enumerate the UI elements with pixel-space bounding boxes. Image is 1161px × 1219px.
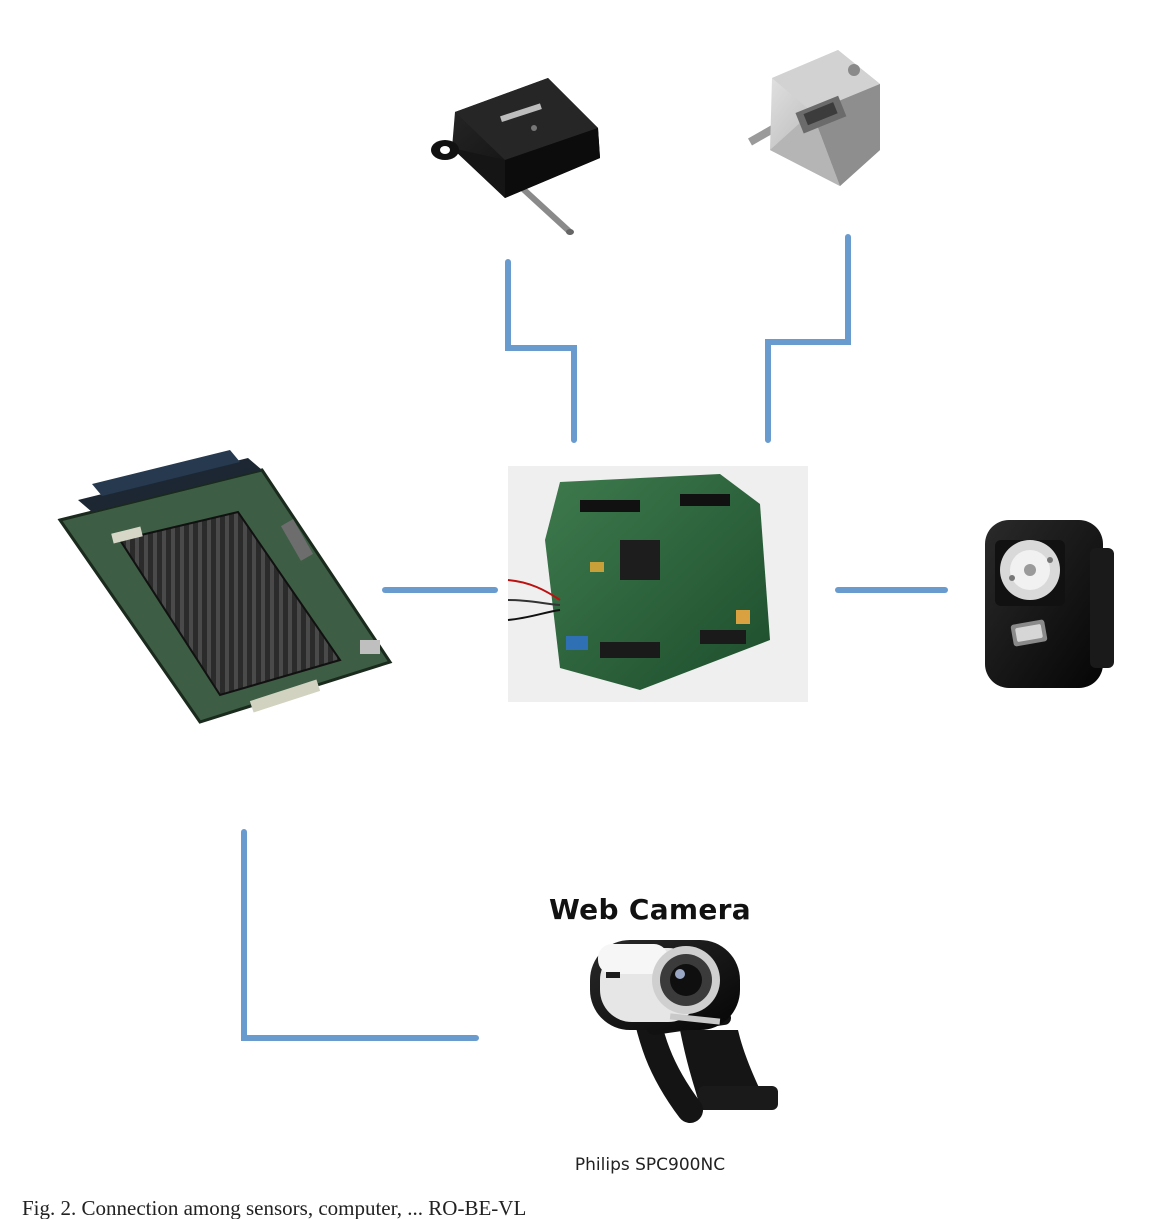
connector-lines <box>241 234 948 1041</box>
connector-servo-motor <box>765 234 851 443</box>
figure-caption: Fig. 2. Connection among sensors, comput… <box>22 1196 527 1219</box>
dynamixel-actuator-icon <box>985 520 1114 688</box>
tilt-sensor-icon <box>431 78 600 235</box>
web-camera-label: Web Camera <box>549 893 751 926</box>
camera-model-label: Philips SPC900NC <box>574 1155 726 1175</box>
webcam-icon <box>590 940 778 1123</box>
embedded-pc-board-icon <box>57 450 393 724</box>
connector-tilt-sensor <box>505 259 577 443</box>
connector-web-camera <box>241 829 479 1041</box>
servo-motor-icon <box>748 50 880 186</box>
controller-board-icon <box>507 466 808 702</box>
